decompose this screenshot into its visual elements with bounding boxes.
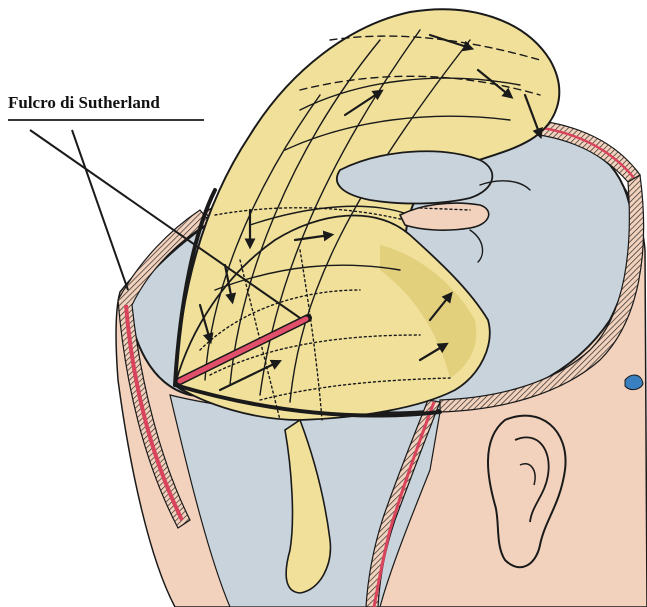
- ear-accent: [625, 375, 643, 390]
- fulcrum-label: Fulcro di Sutherland: [8, 93, 160, 112]
